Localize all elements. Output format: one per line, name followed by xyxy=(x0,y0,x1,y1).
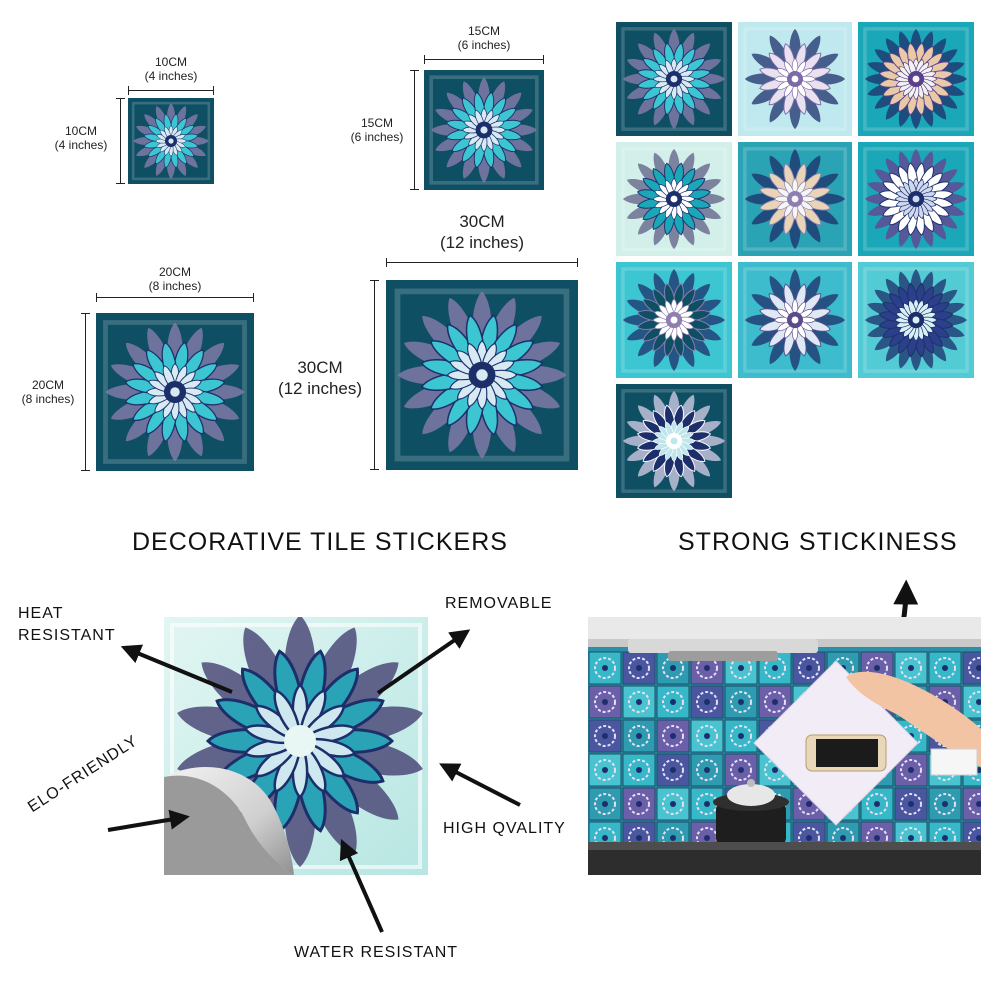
size-15-height-line xyxy=(410,70,419,190)
mandala-icon xyxy=(616,142,732,256)
pattern-tile-1 xyxy=(616,22,732,136)
mandala-icon xyxy=(616,22,732,136)
mandala-icon xyxy=(738,262,852,378)
size-15-width-label: 15CM(6 inches) xyxy=(457,24,511,52)
pattern-tile-9 xyxy=(858,262,974,378)
feature-high-quality: HIGH QVALITY xyxy=(443,820,566,837)
mandala-icon xyxy=(616,262,732,378)
pattern-tile-7 xyxy=(616,262,732,378)
size-30-height-line xyxy=(370,280,379,470)
heading-strong-stickiness: STRONG STICKINESS xyxy=(678,528,958,556)
mandala-icon xyxy=(858,262,974,378)
tile-20cm xyxy=(96,313,254,471)
mandala-icon xyxy=(96,313,254,471)
tile-30cm xyxy=(386,280,578,470)
pattern-tile-6 xyxy=(858,142,974,256)
size-20-width-line xyxy=(96,293,254,302)
mandala-icon xyxy=(386,280,578,470)
mandala-icon xyxy=(738,22,852,136)
size-30-width-label: 30CM(12 inches) xyxy=(439,212,525,252)
size-20-height-label: 20CM(8 inches) xyxy=(21,378,75,406)
size-15-width-line xyxy=(424,55,544,64)
size-30-width-line xyxy=(386,258,578,267)
tile-10cm xyxy=(128,98,214,184)
size-10-width-label: 10CM(4 inches) xyxy=(144,55,198,83)
size-30-height-label: 30CM(12 inches) xyxy=(277,358,363,398)
feature-water-resistant: WATER RESISTANT xyxy=(294,944,459,961)
size-10-height-line xyxy=(116,98,125,184)
size-20-width-label: 20CM(8 inches) xyxy=(148,265,202,293)
pattern-tile-8 xyxy=(738,262,852,378)
mandala-icon xyxy=(424,70,544,190)
size-10-height-label: 10CM(4 inches) xyxy=(54,124,108,152)
tile-15cm xyxy=(424,70,544,190)
mandala-icon xyxy=(616,384,732,498)
pattern-tile-10 xyxy=(616,384,732,498)
phone-icon xyxy=(805,734,887,772)
feature-tile xyxy=(164,617,428,875)
heading-decorative-tile-stickers: DECORATIVE TILE STICKERS xyxy=(132,528,508,556)
feature-mandala-icon xyxy=(164,617,428,875)
mandala-icon xyxy=(738,142,852,256)
pattern-tile-4 xyxy=(616,142,732,256)
size-15-height-label: 15CM(6 inches) xyxy=(350,116,404,144)
size-10-width-line xyxy=(128,86,214,95)
mandala-icon xyxy=(858,22,974,136)
pattern-tile-2 xyxy=(738,22,852,136)
kitchen-scene xyxy=(588,617,981,875)
size-20-height-line xyxy=(81,313,90,471)
mandala-icon xyxy=(858,142,974,256)
mandala-icon xyxy=(128,98,214,184)
pattern-tile-5 xyxy=(738,142,852,256)
pattern-tile-3 xyxy=(858,22,974,136)
feature-removable: REMOVABLE xyxy=(445,595,553,612)
